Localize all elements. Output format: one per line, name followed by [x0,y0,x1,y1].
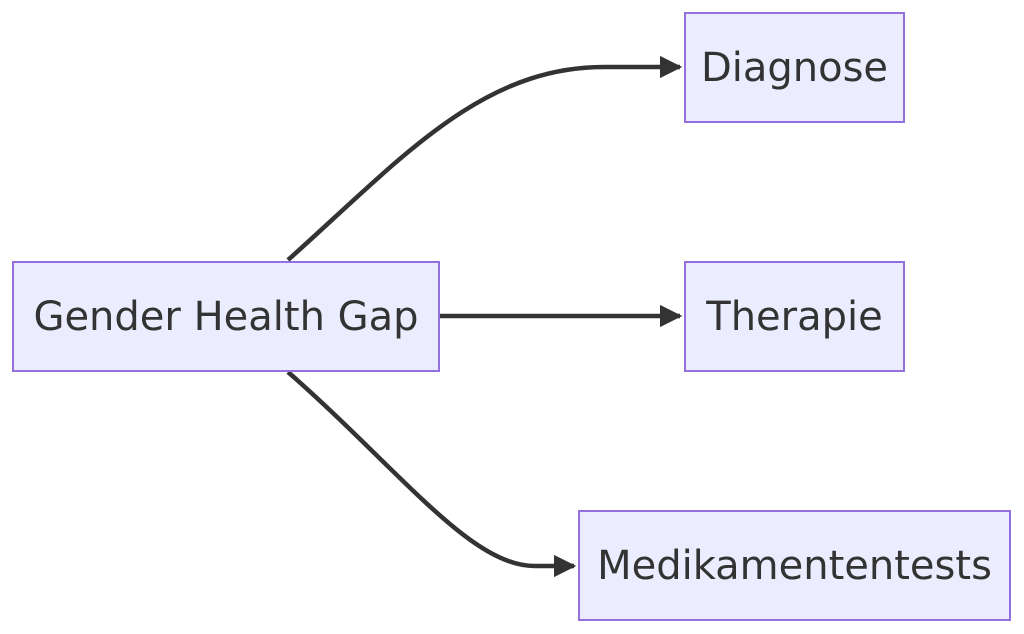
node-label: Medikamententests [597,542,992,589]
node-label: Therapie [706,293,883,340]
node-therapie: Therapie [684,261,905,372]
node-medikamententests: Medikamententests [578,510,1011,621]
node-gender-health-gap: Gender Health Gap [12,261,440,372]
node-label: Diagnose [700,44,889,91]
edge-root-to-medikamententests [286,370,577,578]
edge-root-to-diagnose [286,55,683,262]
node-diagnose: Diagnose [684,12,905,123]
node-label: Gender Health Gap [33,293,419,340]
